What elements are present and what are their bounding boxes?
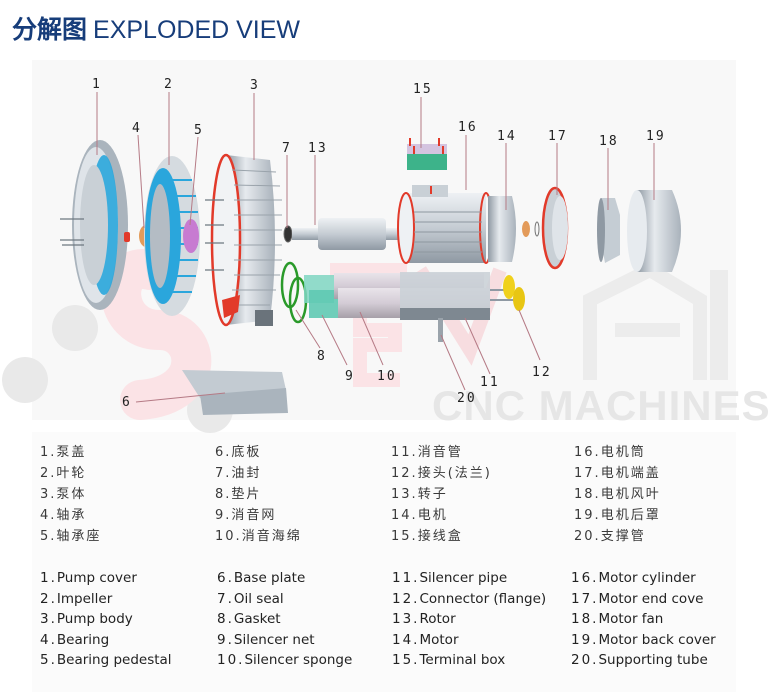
callout-1: 1 bbox=[92, 77, 102, 92]
part-rear-bearing bbox=[522, 221, 530, 237]
callouts: 1 2 3 4 5 6 7 8 9 10 11 12 13 14 15 16 1… bbox=[92, 77, 666, 410]
title-en: EXPLODED VIEW bbox=[93, 16, 301, 44]
part-silencer-net bbox=[304, 275, 339, 318]
callout-11: 11 bbox=[480, 375, 500, 390]
callout-3: 3 bbox=[250, 78, 260, 93]
callout-19: 19 bbox=[646, 129, 666, 144]
callout-7: 7 bbox=[282, 141, 292, 156]
callout-14: 14 bbox=[497, 129, 517, 144]
callout-15: 15 bbox=[413, 82, 433, 97]
title-cn: 分解图 bbox=[12, 15, 88, 44]
callout-2: 2 bbox=[164, 77, 174, 92]
callout-4: 4 bbox=[132, 121, 142, 136]
watermark-subtitle: CNC MACHINES bbox=[432, 382, 770, 429]
callout-8: 8 bbox=[317, 349, 327, 364]
callout-20: 20 bbox=[457, 391, 477, 406]
callout-18: 18 bbox=[599, 134, 619, 149]
part-pump-body bbox=[205, 153, 282, 327]
part-rear-ring bbox=[534, 221, 540, 237]
part-pump-cover bbox=[60, 140, 128, 310]
part-rotor bbox=[292, 218, 410, 250]
callout-13: 13 bbox=[308, 141, 328, 156]
callout-5: 5 bbox=[194, 123, 204, 138]
part-base-plate bbox=[182, 370, 288, 415]
leader-lines bbox=[96, 92, 655, 403]
part-gasket bbox=[280, 261, 308, 324]
callout-16: 16 bbox=[458, 120, 478, 135]
callout-6: 6 bbox=[122, 395, 132, 410]
part-motor bbox=[397, 185, 516, 264]
callout-9: 9 bbox=[345, 369, 355, 384]
part-motor-back-cover bbox=[627, 190, 681, 272]
callout-17: 17 bbox=[548, 129, 568, 144]
part-flange bbox=[490, 275, 525, 311]
legend-panel bbox=[32, 432, 736, 692]
part-bearing-pedestal bbox=[183, 219, 199, 253]
part-small-seal bbox=[124, 232, 130, 242]
part-silencer-pipe bbox=[334, 272, 490, 320]
part-oil-seal bbox=[283, 225, 293, 243]
part-terminal-box bbox=[407, 138, 447, 170]
part-impeller bbox=[144, 156, 200, 316]
exploded-view-diagram: CNC MACHINES bbox=[2, 77, 770, 433]
callout-10: 10 bbox=[377, 369, 397, 384]
part-supporting-tube bbox=[438, 318, 443, 342]
part-motor-end-cover bbox=[541, 186, 569, 270]
callout-12: 12 bbox=[532, 365, 552, 380]
part-motor-fan bbox=[597, 198, 620, 263]
